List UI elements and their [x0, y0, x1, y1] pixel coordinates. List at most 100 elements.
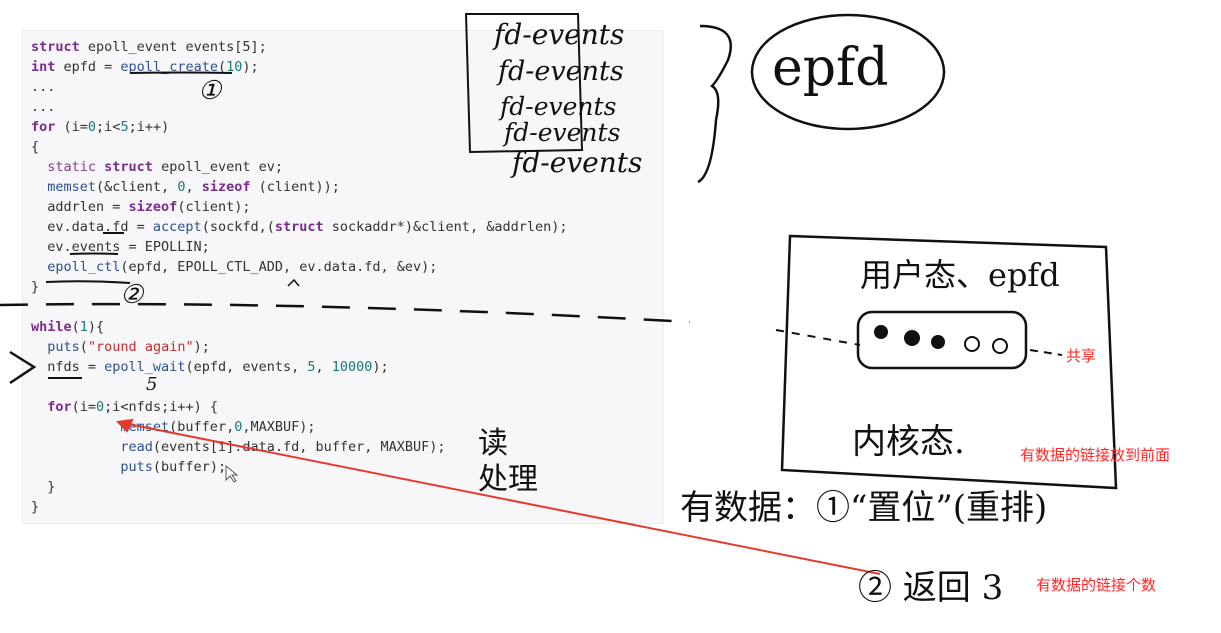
code-token: }: [31, 479, 56, 495]
note-front: 有数据的链接放到前面: [1020, 446, 1171, 464]
code-token: (epfd, events,: [185, 359, 308, 375]
handwritten-epfd: epfd: [772, 38, 889, 98]
code-token: (client);: [177, 199, 251, 215]
code-token: nfds =: [31, 359, 105, 375]
code-line: ...: [31, 77, 567, 97]
code-token: epfd =: [55, 59, 121, 75]
handwritten-fd-events-5: fd-events: [512, 146, 643, 179]
red-arrow-line: [117, 421, 881, 575]
code-line: ...: [31, 97, 567, 117]
mouse-cursor-icon: [225, 464, 239, 483]
code-token: sizeof: [201, 179, 251, 195]
code-token: (i=: [55, 119, 88, 135]
code-token: for: [31, 119, 56, 135]
mode-divider: [775, 329, 861, 346]
underline-events: [69, 252, 119, 255]
code-token: epoll_create: [120, 59, 218, 75]
code-token: read: [31, 439, 153, 455]
handwritten-returns: ② 返回 3: [858, 568, 1004, 608]
underline-epoll-ctl: [45, 280, 131, 284]
code-token: epoll_wait: [104, 359, 186, 375]
code-screenshot: struct epoll_event events[5];int epfd = …: [22, 30, 664, 524]
handwritten-fd-events-2: fd-events: [498, 56, 624, 87]
code-line: ev.events = EPOLLIN;: [31, 237, 567, 257]
code-token: epoll_event ev;: [152, 159, 283, 175]
handwritten-fd-events-3: fd-events: [500, 92, 617, 121]
code-token: sizeof: [128, 199, 178, 215]
code-line: for (i=0;i<5;i++): [31, 117, 567, 137]
code-token: for: [31, 399, 72, 415]
shared-dash: [1029, 349, 1063, 356]
code-token: ){: [87, 319, 105, 335]
dashed-divider: [0, 302, 691, 324]
code-token: 5: [120, 119, 129, 135]
code-token: );: [193, 339, 210, 355]
code-line: int epfd = epoll_create(10);: [31, 57, 567, 77]
code-token: sockaddr*)&client, &addrlen);: [323, 219, 568, 235]
code-token: (: [217, 59, 227, 75]
code-token: struct: [31, 39, 80, 55]
code-block: struct epoll_event events[5];int epfd = …: [31, 37, 567, 517]
code-line: puts(buffer);: [31, 457, 567, 477]
code-token: puts: [31, 459, 153, 475]
code-token: epoll_ctl: [31, 259, 121, 275]
code-line: }: [31, 277, 567, 297]
code-token: while: [31, 319, 72, 335]
code-token: 5: [307, 359, 316, 375]
mode-box: [780, 234, 1118, 490]
code-token: ,MAXBUF);: [242, 419, 316, 435]
handwritten-fd-events-1: fd-events: [494, 18, 625, 51]
fd-events-box: [464, 13, 584, 154]
code-line: puts("round again");: [31, 337, 567, 357]
idle-dot-1: [964, 336, 980, 352]
handwritten-process: 读 处理: [478, 426, 538, 497]
epfd-ellipse: [750, 13, 946, 131]
ready-dot-3: [931, 335, 945, 349]
code-line: memset(&client, 0, sizeof (client));: [31, 177, 567, 197]
code-token: (: [79, 339, 88, 355]
code-token: );: [372, 359, 389, 375]
code-line: struct epoll_event events[5];: [31, 37, 567, 57]
code-token: ev.data.fd =: [31, 219, 153, 235]
ready-dot-1: [874, 325, 888, 339]
code-line: {: [31, 137, 567, 157]
shared-memory-box: [856, 310, 1028, 370]
handwritten-has-data: 有数据：①“置位”(重排): [680, 488, 1048, 528]
code-token: ;i++): [128, 119, 170, 135]
code-token: ev.events = EPOLLIN;: [31, 239, 210, 255]
code-token: (i=: [71, 399, 97, 415]
code-line: static struct epoll_event ev;: [31, 157, 567, 177]
code-token: 1: [79, 319, 88, 335]
handwritten-user-mode: 用户态、epfd: [860, 256, 1060, 294]
code-token: (&client,: [96, 179, 178, 195]
code-token: epoll_event events[5];: [79, 39, 267, 55]
code-token: (buffer,: [169, 419, 235, 435]
code-token: }: [31, 499, 40, 515]
code-line: while(1){: [31, 317, 567, 337]
code-token: }: [31, 279, 40, 295]
code-token: (: [71, 319, 80, 335]
code-line: ev.data.fd = accept(sockfd,(struct socka…: [31, 217, 567, 237]
code-token: "round again": [87, 339, 194, 355]
code-token: puts: [31, 339, 80, 355]
red-arrow-head: [115, 418, 134, 433]
handwritten-circle-two: ②: [120, 280, 144, 310]
code-token: (client));: [250, 179, 340, 195]
handwritten-five: 5: [146, 374, 158, 395]
code-token: ...: [31, 79, 56, 95]
code-token: ;i<nfds;i++) {: [104, 399, 218, 415]
code-token: (epfd, EPOLL_CTL_ADD, ev.data.fd, &ev);: [120, 259, 438, 275]
note-shared: 共享: [1066, 347, 1097, 365]
code-token: (buffer);: [152, 459, 227, 475]
code-token: struct: [104, 159, 153, 175]
code-line: }: [31, 497, 567, 517]
ready-dot-2: [904, 330, 920, 346]
handwritten-kernel-mode: 内核态.: [852, 422, 965, 462]
code-line: addrlen = sizeof(client);: [31, 197, 567, 217]
play-arrow-mark: [9, 350, 37, 385]
curly-brace: [697, 24, 733, 184]
underline-epoll-create: [129, 71, 233, 74]
code-token: (events[i].data.fd, buffer, MAXBUF);: [152, 439, 446, 455]
code-token: 0: [234, 419, 243, 435]
